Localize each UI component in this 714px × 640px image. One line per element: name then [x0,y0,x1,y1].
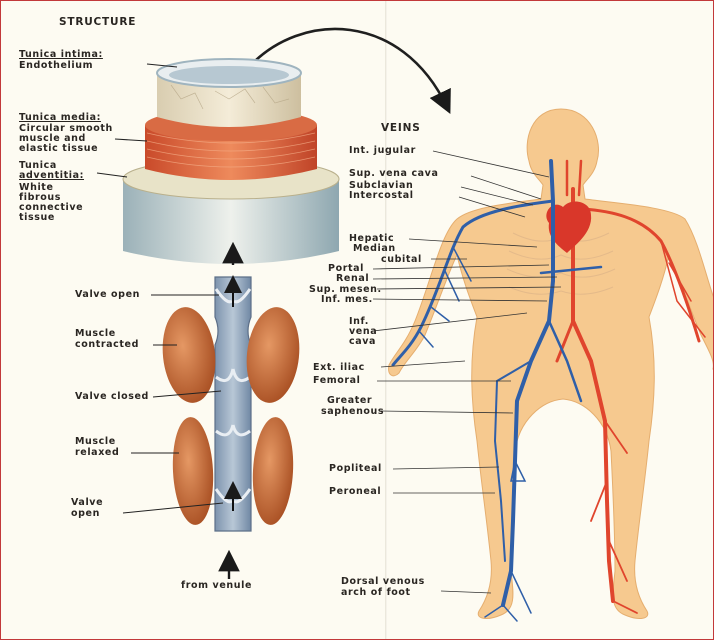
label-dorsal-venous-2: arch of foot [341,588,411,598]
muscle-relaxed-1: Muscle [75,437,116,447]
intima-desc: Endothelium [19,61,93,71]
label-intercostal: Intercostal [349,191,414,201]
valve-open-top: Valve open [75,290,140,300]
muscle-contracted-2: contracted [75,340,139,350]
valve-open-bottom-2: open [71,509,100,519]
label-greater-saphenous-2: saphenous [321,407,384,417]
label-int-jugular: Int. jugular [349,146,416,156]
label-greater-saphenous-1: Greater [327,396,372,406]
label-peroneal: Peroneal [329,487,381,497]
label-popliteal: Popliteal [329,464,382,474]
adventitia-desc-4: tissue [19,213,55,223]
vessel-cross-section [97,59,339,264]
structure-title: STRUCTURE [59,17,136,27]
label-dorsal-venous-1: Dorsal venous [341,577,425,587]
label-femoral: Femoral [313,376,361,386]
label-renal: Renal [336,274,369,284]
from-venule: from venule [181,581,252,591]
media-name: Tunica media: [19,113,101,123]
veins-title: VEINS [381,123,421,133]
valve-closed: Valve closed [75,392,149,402]
muscle-contracted-1: Muscle [75,329,116,339]
intima-name: Tunica intima: [19,50,103,60]
label-inf-mes: Inf. mes. [321,295,373,305]
muscle-relaxed-2: relaxed [75,448,119,458]
label-median-cubital-2: cubital [381,255,422,265]
adventitia-name-2: adventitia: [19,171,84,181]
valve-open-bottom-1: Valve [71,498,103,508]
label-median-cubital-1: Median [353,244,396,254]
label-sup-vena-cava: Sup. vena cava [349,169,438,179]
label-ext-iliac: Ext. iliac [313,363,365,373]
media-desc-3: elastic tissue [19,144,98,154]
vein-valve-diagram [123,277,304,531]
body-figure [373,109,714,621]
label-inf-vena-cava-3: cava [349,337,376,347]
